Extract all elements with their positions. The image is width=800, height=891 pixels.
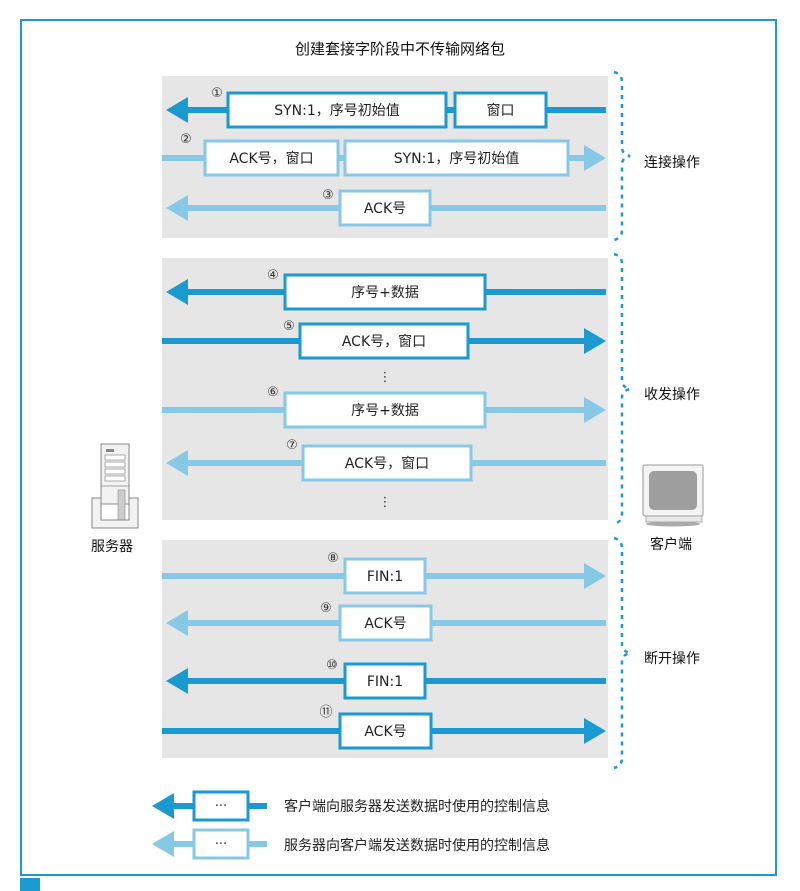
arrowhead-left-icon (166, 97, 188, 123)
message-box (338, 712, 433, 750)
message-box (338, 189, 432, 227)
arrowhead-right-icon (584, 397, 606, 423)
phase-braces (613, 70, 631, 770)
message-step: ACK号 ⑪ (162, 705, 606, 750)
message-step: ACK号，窗口 SYN:1，序号初始值 ② (162, 132, 606, 177)
phase-label-transfer: 收发操作 (644, 387, 700, 403)
client-label: 客户端 (650, 537, 692, 553)
legend-box-label: ··· (215, 799, 227, 814)
phase-label-disconnect: 断开操作 (644, 651, 700, 667)
arrowhead-left-icon (166, 668, 188, 694)
corner-tab (20, 878, 40, 891)
step-number: ③ (322, 188, 334, 203)
message-box-label: 序号+数据 (351, 403, 419, 419)
message-box (298, 322, 470, 360)
arrowhead-right-icon (584, 145, 606, 171)
legend-box (192, 790, 250, 822)
arrowhead-right-icon (584, 718, 606, 744)
legend-box (192, 828, 250, 860)
message-box (283, 391, 487, 429)
phase-brace (613, 252, 631, 526)
message-step: 序号+数据 ⑥ (162, 385, 606, 429)
arrowhead-right-icon (584, 563, 606, 589)
phase-brace (613, 536, 631, 770)
arrowhead-left-icon (166, 195, 188, 221)
message-box-label: SYN:1，序号初始值 (394, 150, 520, 167)
message-box (343, 557, 427, 595)
step-number: ② (180, 132, 192, 147)
server-tower-icon (91, 443, 139, 529)
arrowhead-left-icon (166, 279, 188, 305)
step-number: ⑥ (267, 385, 279, 400)
step-number: ⑩ (326, 658, 338, 673)
continuation-ellipsis: ⋮ (379, 495, 392, 510)
step-number: ① (211, 86, 223, 101)
message-box-label: ACK号，窗口 (229, 150, 313, 167)
arrowhead-left-icon (152, 793, 174, 819)
message-step: FIN:1 ⑧ (162, 551, 606, 595)
message-box (453, 91, 548, 129)
message-box-label: FIN:1 (367, 569, 403, 585)
legend-text-client-to-server: 客户端向服务器发送数据时使用的控制信息 (284, 799, 550, 815)
message-box-label: ACK号，窗口 (345, 455, 429, 472)
message-step: ACK号，窗口 ⑤ (162, 319, 606, 360)
message-box-label: 序号+数据 (351, 285, 419, 301)
diagram-title: 创建套接字阶段中不传输网络包 (294, 40, 505, 58)
message-step: ACK号，窗口 ⑦ (166, 438, 606, 482)
message-box (343, 139, 570, 177)
step-number: ④ (267, 268, 279, 283)
monitor-icon (642, 464, 704, 527)
message-step: ACK号 ③ (166, 188, 606, 227)
message-box-label: SYN:1，序号初始值 (274, 102, 400, 119)
message-box (283, 273, 487, 311)
step-number: ⑦ (286, 438, 298, 453)
legend-item: ··· (152, 790, 267, 822)
legend-item: ··· (152, 828, 267, 860)
message-step: 序号+数据 ④ (166, 268, 606, 311)
arrowhead-left-icon (152, 831, 174, 857)
step-number: ⑪ (319, 705, 332, 720)
message-box (301, 444, 473, 482)
message-box-label: ACK号，窗口 (342, 333, 426, 350)
legend-box-label: ··· (215, 837, 227, 852)
phase-brace (613, 70, 631, 242)
message-step: ACK号 ⑨ (166, 601, 606, 642)
message-box (338, 604, 433, 642)
step-number: ⑤ (283, 319, 295, 334)
server-label: 服务器 (91, 539, 133, 555)
message-box (203, 139, 340, 177)
message-box-label: FIN:1 (367, 674, 403, 690)
message-step: FIN:1 ⑩ (166, 658, 606, 700)
message-box (226, 91, 448, 129)
arrowhead-left-icon (166, 450, 188, 476)
continuation-ellipsis: ⋮ (379, 370, 392, 385)
message-step: SYN:1，序号初始值 窗口 ① (166, 86, 606, 129)
message-box (343, 662, 427, 700)
arrowhead-right-icon (584, 328, 606, 354)
message-box-label: 窗口 (487, 102, 515, 119)
step-number: ⑨ (320, 601, 332, 616)
message-box-label: ACK号 (364, 724, 406, 740)
message-box-label: ACK号 (364, 616, 406, 632)
message-box-label: ACK号 (364, 201, 406, 217)
legend-text-server-to-client: 服务器向客户端发送数据时使用的控制信息 (284, 838, 550, 854)
phase-label-connect: 连接操作 (644, 155, 700, 171)
arrowhead-left-icon (166, 610, 188, 636)
step-number: ⑧ (327, 551, 339, 566)
